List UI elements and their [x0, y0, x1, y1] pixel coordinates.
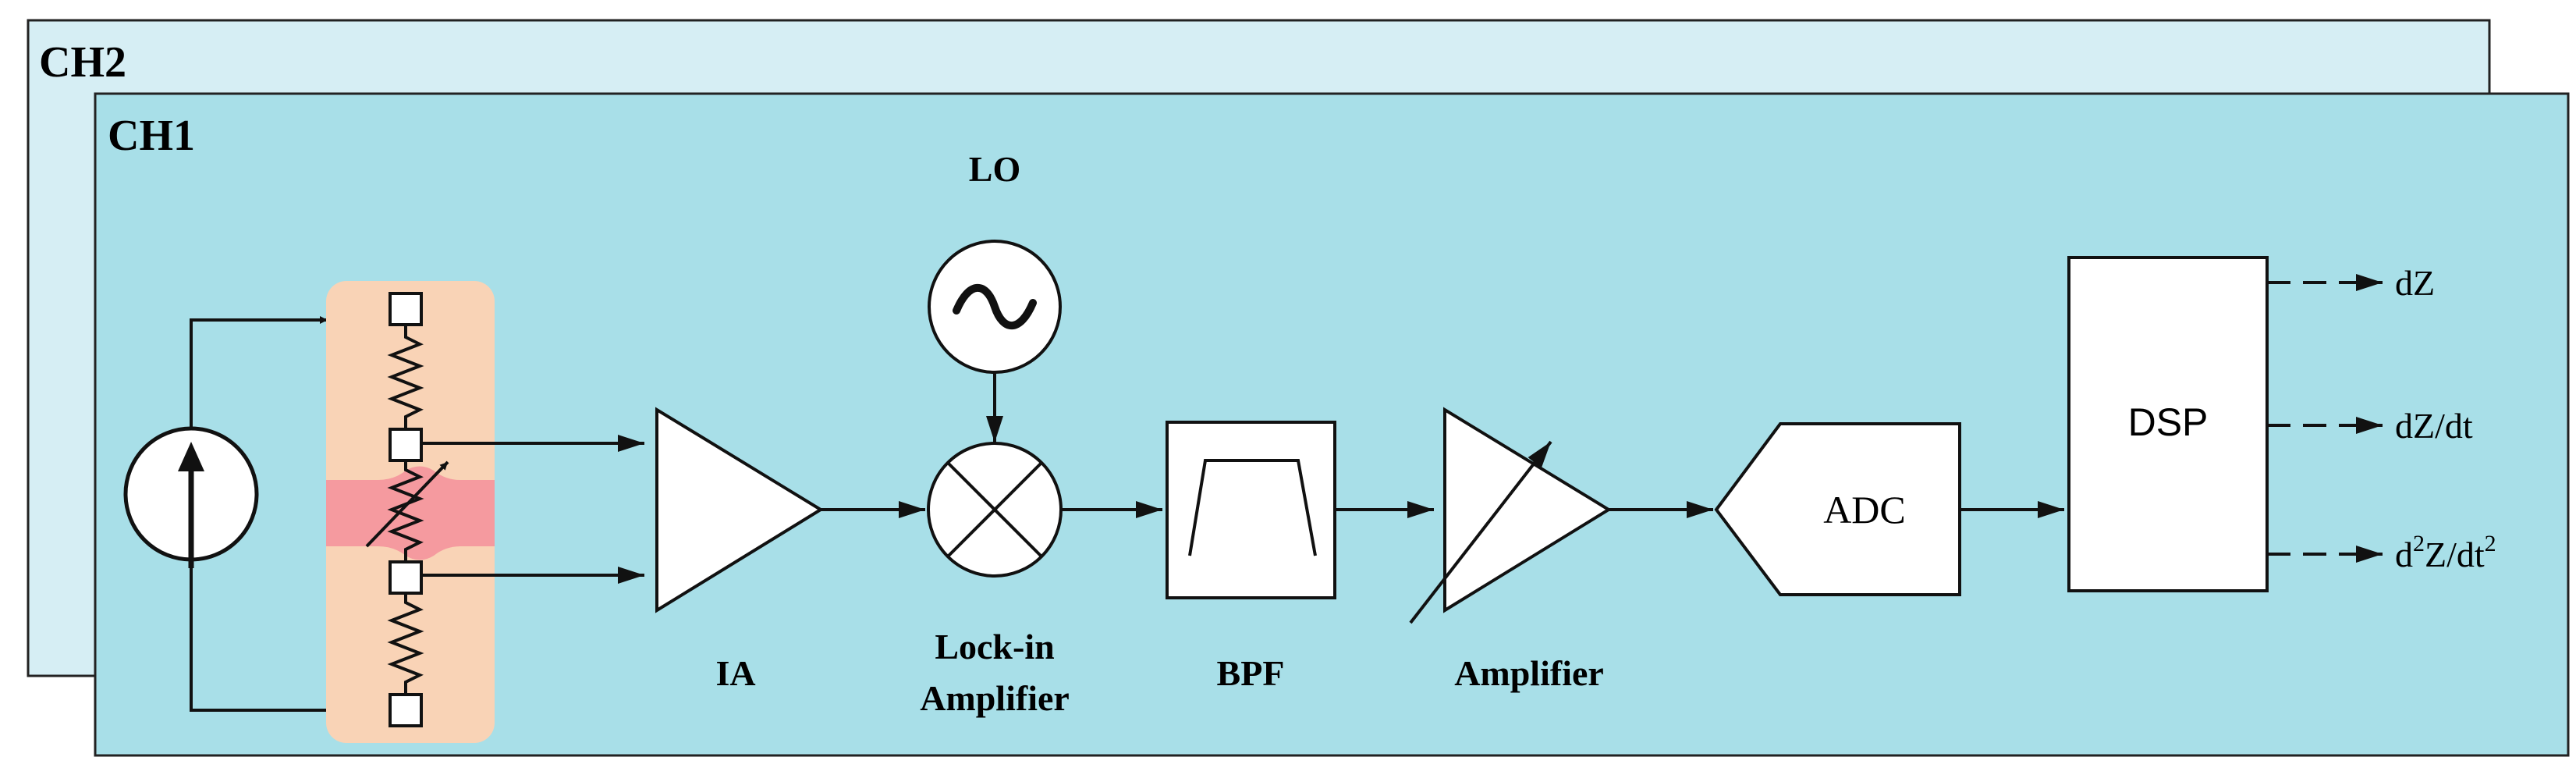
amplifier-block: Amplifier: [1409, 407, 1612, 693]
ia-triangle: [655, 407, 824, 613]
lockin-mixer: Lock-in Amplifier: [920, 442, 1070, 718]
amplifier-triangle: [1443, 407, 1612, 613]
variable-resistor-icon: [387, 459, 424, 565]
electrode-1: [389, 292, 423, 326]
ch2-label: CH2: [39, 38, 126, 87]
electrode-2: [389, 428, 423, 462]
electrode-4: [389, 693, 423, 727]
output-dz: dZ: [2395, 263, 2435, 303]
output-d2zdt2-d: d: [2395, 535, 2413, 574]
resistor-icon: [387, 592, 424, 696]
variable-arrow-icon: [365, 460, 449, 548]
output-dzdt: dZ/dt: [2395, 406, 2473, 446]
lockin-label-line1: Lock-in: [935, 627, 1054, 666]
bpf-box: [1166, 421, 1336, 599]
ch1-label: CH1: [108, 112, 195, 160]
bpf-label: BPF: [1217, 653, 1285, 693]
adc-block: ADC: [1714, 422, 1961, 596]
tissue-band: [326, 466, 495, 560]
dsp-label: DSP: [2128, 400, 2209, 444]
variable-gain-arrow-icon: [1409, 440, 1552, 624]
bpf-block: BPF: [1166, 421, 1336, 693]
ia-label: IA: [715, 653, 755, 693]
sine-wave-icon: [953, 283, 1037, 330]
mixer-x-icon-2: [946, 461, 1043, 558]
amplifier-label: Amplifier: [1454, 653, 1604, 693]
output-d2zdt2-sup2: 2: [2485, 531, 2496, 556]
output-d2zdt2-sup1: 2: [2413, 531, 2425, 556]
lockin-label-line2: Amplifier: [920, 678, 1070, 718]
dsp-outputs: dZ dZ/dt d2Z/dt2: [2267, 263, 2496, 574]
output-d2zdt2: d2Z/dt2: [2395, 531, 2496, 574]
adc-label: ADC: [1823, 488, 1906, 531]
source-wire-top: [190, 316, 328, 428]
electrode-3: [389, 560, 423, 595]
lo-oscillator: LO: [928, 149, 1062, 374]
lo-label: LO: [969, 149, 1020, 189]
dsp-block: DSP: [2067, 256, 2269, 592]
bandpass-icon: [1188, 459, 1317, 556]
ia-block: IA: [655, 407, 824, 693]
electrode-array: [326, 281, 495, 743]
resistor-icon: [387, 326, 424, 432]
output-d2zdt2-mid: Z/dt: [2425, 535, 2485, 574]
